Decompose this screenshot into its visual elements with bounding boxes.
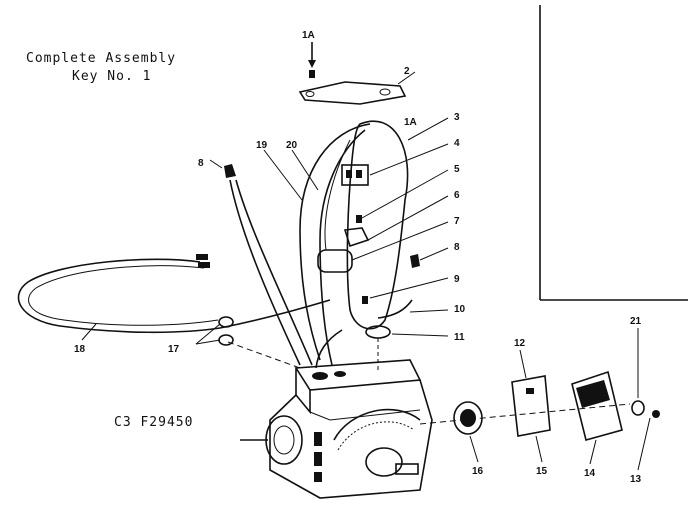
- part-7-capacitor: [317, 221, 449, 273]
- callout-1a-mid: 1A: [404, 117, 417, 128]
- part-5-screw: [356, 169, 449, 223]
- callout-15: 15: [536, 466, 548, 477]
- callout-13: 13: [630, 474, 642, 485]
- part-12-bracket-plate: [511, 349, 551, 463]
- part-8-terminal-right: [410, 247, 449, 268]
- part-19-20-wire-harness: [229, 123, 371, 369]
- part-21-washer: [631, 328, 645, 416]
- diagram-title-line1: Complete Assembly: [26, 51, 176, 66]
- part-6-bracket: [343, 195, 449, 248]
- callout-2: 2: [404, 66, 410, 77]
- callout-8-right: 8: [454, 242, 460, 253]
- callout-11: 11: [454, 332, 465, 343]
- part-13-screw: [637, 410, 660, 471]
- callout-5: 5: [454, 164, 460, 175]
- callout-12: 12: [514, 338, 526, 349]
- part-16-knob: [453, 401, 483, 463]
- model-code: C3 F29450: [114, 415, 193, 430]
- callout-14: 14: [584, 468, 596, 479]
- part-3-cover-housing: [346, 117, 449, 330]
- callout-7: 7: [454, 216, 460, 227]
- callout-18: 18: [74, 344, 86, 355]
- callout-20: 20: [286, 140, 298, 151]
- callout-1a-top: 1A: [302, 30, 315, 41]
- callout-3: 3: [454, 112, 460, 123]
- diagram-title-line2: Key No. 1: [72, 69, 151, 84]
- callout-21: 21: [630, 316, 642, 327]
- callout-4: 4: [454, 138, 460, 149]
- callout-6: 6: [454, 190, 460, 201]
- part-8-terminal-left: [209, 159, 236, 178]
- callout-9: 9: [454, 274, 460, 285]
- assembly-guide-line-1: [227, 341, 301, 369]
- callout-17: 17: [168, 344, 180, 355]
- callout-19: 19: [256, 140, 268, 151]
- callout-16: 16: [472, 466, 484, 477]
- part-4-switch: [341, 143, 449, 186]
- part-2-cover-plate: [298, 71, 416, 105]
- callout-8-left: 8: [198, 158, 204, 169]
- part-9-screw: [362, 277, 449, 304]
- part-18-power-cord: [17, 254, 331, 341]
- callout-10: 10: [454, 304, 466, 315]
- part-10-wire-clip: [377, 299, 449, 319]
- part-11-grommet: [365, 325, 449, 339]
- part-1a-screw-top: [308, 42, 316, 78]
- assembly-guide-line-2: [419, 403, 631, 425]
- part-14-end-cover: [571, 370, 623, 465]
- part-17-cord-clamps: [195, 316, 234, 346]
- timer-motor-body: [240, 359, 433, 499]
